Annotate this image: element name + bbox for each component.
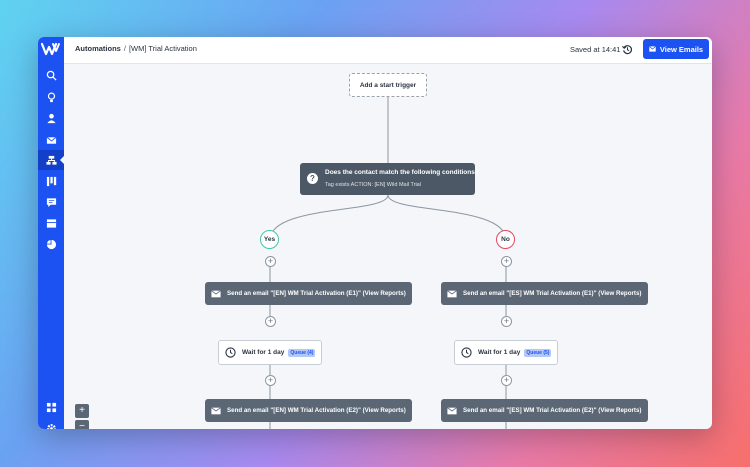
automations-icon[interactable] — [43, 152, 59, 168]
layout-icon[interactable] — [43, 215, 59, 231]
mail-icon — [447, 289, 457, 297]
automation-canvas[interactable]: Add a start trigger + ? Does the contact… — [64, 64, 712, 429]
zoom-out-button[interactable]: − — [75, 420, 89, 429]
add-step-button[interactable]: + — [265, 375, 276, 386]
mail-icon — [648, 46, 656, 52]
mail-icon — [447, 406, 457, 414]
logo-icon[interactable] — [40, 41, 62, 57]
lightbulb-icon[interactable] — [43, 89, 59, 105]
email-action-label: Send an email "[ES] WM Trial Activation … — [463, 290, 642, 297]
email-action-label: Send an email "[ES] WM Trial Activation … — [463, 407, 642, 414]
wait-label: Wait for 1 day — [478, 349, 521, 356]
mail-icon — [211, 289, 221, 297]
pipeline-icon[interactable] — [43, 173, 59, 189]
gear-icon[interactable] — [43, 420, 59, 429]
email-action-node[interactable]: Send an email "[EN] WM Trial Activation … — [205, 282, 412, 305]
sidebar — [38, 37, 64, 429]
history-icon[interactable] — [622, 44, 633, 55]
email-action-node[interactable]: Send an email "[ES] WM Trial Activation … — [441, 399, 648, 422]
wait-node[interactable]: Wait for 1 day Queue (5) — [454, 340, 558, 365]
add-start-trigger-button[interactable]: Add a start trigger — [349, 73, 427, 97]
email-action-label: Send an email "[EN] WM Trial Activation … — [227, 407, 406, 414]
nav-active-indicator — [60, 156, 64, 164]
saved-status: Saved at 14:41 — [570, 45, 621, 54]
view-emails-label: View Emails — [659, 44, 704, 54]
queue-badge[interactable]: Queue (5) — [524, 348, 552, 357]
top-bar: Automations/[WM] Trial Activation Saved … — [64, 37, 712, 64]
mail-icon — [211, 406, 221, 414]
email-action-node[interactable]: Send an email "[ES] WM Trial Activation … — [441, 282, 648, 305]
add-step-button[interactable]: + — [501, 375, 512, 386]
view-emails-button[interactable]: View Emails — [643, 39, 709, 59]
question-icon: ? — [307, 173, 318, 184]
wait-node[interactable]: Wait for 1 day Queue (4) — [218, 340, 322, 365]
breadcrumb-automations-link[interactable]: Automations — [75, 44, 121, 53]
breadcrumb: Automations/[WM] Trial Activation — [75, 44, 197, 53]
condition-subtitle: Tag exists ACTION: [EN] Wild Mail Trial — [325, 182, 421, 188]
user-icon[interactable] — [43, 110, 59, 126]
clock-icon — [461, 347, 472, 358]
search-icon[interactable] — [43, 67, 59, 83]
add-step-button[interactable]: + — [265, 256, 276, 267]
no-branch-badge: No — [496, 230, 515, 249]
email-action-label: Send an email "[EN] WM Trial Activation … — [227, 290, 406, 297]
pie-chart-icon[interactable] — [43, 236, 59, 252]
add-step-button[interactable]: + — [501, 256, 512, 267]
add-step-button[interactable]: + — [265, 316, 276, 327]
breadcrumb-separator: / — [123, 44, 126, 53]
clock-icon — [225, 347, 236, 358]
yes-branch-badge: Yes — [260, 230, 279, 249]
email-action-node[interactable]: Send an email "[EN] WM Trial Activation … — [205, 399, 412, 422]
wait-label: Wait for 1 day — [242, 349, 285, 356]
condition-node[interactable]: ? Does the contact match the following c… — [300, 163, 479, 195]
add-step-button[interactable]: + — [501, 316, 512, 327]
app-window: Automations/[WM] Trial Activation Saved … — [38, 37, 712, 429]
zoom-in-button[interactable]: + — [75, 404, 89, 418]
queue-badge[interactable]: Queue (4) — [288, 348, 316, 357]
apps-icon[interactable] — [43, 399, 59, 415]
connector-lines — [269, 97, 507, 429]
condition-title: Does the contact match the following con… — [325, 169, 479, 176]
chat-icon[interactable] — [43, 194, 59, 210]
mail-icon[interactable] — [43, 132, 59, 148]
breadcrumb-current: [WM] Trial Activation — [128, 44, 197, 53]
